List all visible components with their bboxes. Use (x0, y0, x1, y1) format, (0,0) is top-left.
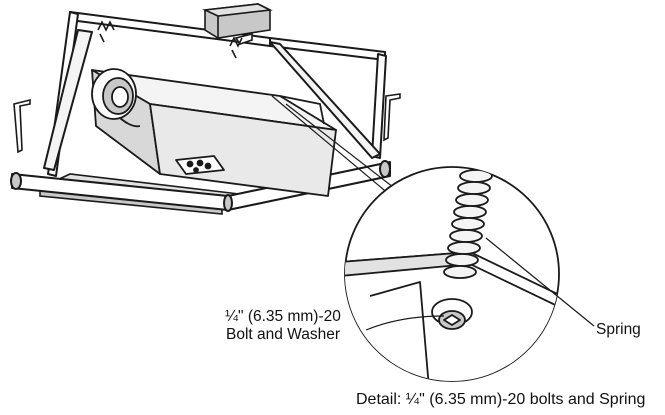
rail-springs (97, 20, 243, 59)
leader-lines (271, 95, 403, 201)
spring-coil (443, 169, 493, 279)
bolt-label-line2: Bolt and Washer (225, 326, 340, 343)
projector (91, 68, 337, 197)
bolt-label-line1: ¼" (6.35 mm)-20 (225, 308, 341, 325)
bolt-label: ¼" (6.35 mm)-20 Bolt and Washer (196, 308, 370, 344)
figure-caption: Detail: ¼" (6.35 mm)-20 bolts and Spring (356, 391, 646, 408)
spring-label: Spring (596, 321, 641, 338)
callout-lines (365, 237, 595, 331)
ceiling-box (202, 3, 273, 39)
detail-circle (344, 166, 560, 382)
